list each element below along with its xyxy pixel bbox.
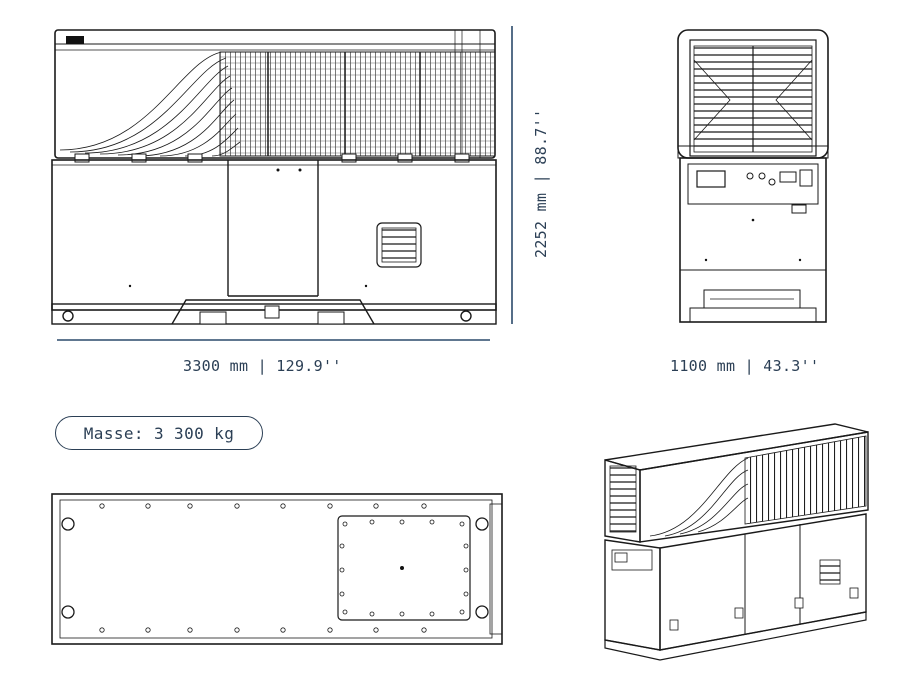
width-dimension-label: 3300 mm | 129.9''	[183, 357, 342, 375]
front-view	[51, 29, 497, 325]
top-view	[51, 493, 503, 645]
mass-label: Masse: 3 300 kg	[83, 423, 235, 443]
depth-dimension-label: 1100 mm | 43.3''	[670, 357, 820, 375]
isometric-view	[604, 423, 869, 661]
side-view	[677, 29, 829, 323]
mass-badge: Masse: 3 300 kg	[55, 416, 263, 450]
height-dimension-label: 2252 mm | 88.7''	[532, 108, 550, 258]
